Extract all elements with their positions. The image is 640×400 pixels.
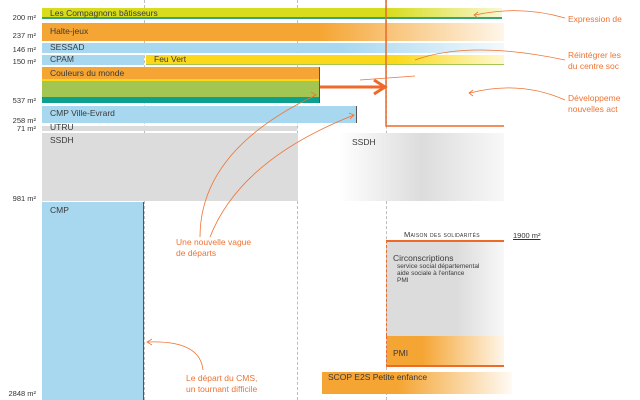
note-developpement: Développeme — [568, 93, 621, 103]
note-vague: de départs — [176, 248, 217, 258]
bar-cmp-ville-evrard — [42, 106, 357, 123]
maison-area: 1900 m² — [513, 231, 541, 240]
arrowhead-icon — [310, 91, 317, 99]
area-label: 2848 m² — [8, 389, 36, 398]
bar-label-ssdh: SSDH — [50, 135, 74, 145]
note-cms: un tournant difficile — [186, 384, 258, 394]
note-developpement: nouvelles act — [568, 104, 618, 114]
bar-label-utru: UTRU — [50, 122, 74, 132]
area-label: 200 m² — [12, 13, 36, 22]
bar-couleurs-du-monde — [42, 67, 320, 103]
bar-label-sessad: SESSAD — [50, 42, 85, 52]
area-label: 150 m² — [12, 57, 36, 66]
bar-utru — [42, 126, 297, 131]
bar-sessad — [42, 43, 504, 53]
bar-cmp — [42, 202, 144, 400]
note-arrow-cms — [147, 341, 204, 371]
bar-scop-e2s — [322, 372, 512, 394]
note-expression: Expression de — [568, 14, 622, 24]
area-label: 71 m² — [16, 124, 36, 133]
note-arrow-vague-1 — [199, 94, 317, 238]
maison-circonscriptions-block — [386, 240, 504, 336]
bar-label-cmp: CMP — [50, 205, 69, 215]
area-label: 258 m² — [12, 116, 36, 125]
main-arrow-head-icon — [373, 78, 388, 96]
bar-compagnons — [42, 8, 502, 19]
note-arrow-vague-2 — [209, 114, 355, 238]
arrowhead-icon — [348, 112, 355, 120]
bar-feu-vert — [146, 55, 504, 65]
note-reintegrer: Réintégrer les — [568, 50, 621, 60]
note-arrow-expr-line — [359, 75, 416, 81]
note-arrow-expression — [474, 10, 566, 19]
area-label: 146 m² — [12, 45, 36, 54]
bar-label-compagnons: Les Compagnons bâtisseurs — [50, 8, 158, 18]
note-arrow-developpement — [469, 87, 566, 101]
note-arrow-reintegrer — [414, 49, 566, 61]
maison-pmi-block — [386, 336, 504, 367]
bar-label-cpam: CPAM — [50, 54, 74, 64]
maison-title: Maison des solidarités — [404, 230, 480, 239]
note-cms: Le départ du CMS, — [186, 373, 258, 383]
bar-label-ssdh-future: SSDH — [352, 137, 376, 147]
bar-label-feu-vert: Feu Vert — [154, 54, 187, 64]
bar-label-halte-jeux: Halte-jeux — [50, 26, 89, 36]
area-label: 237 m² — [12, 31, 36, 40]
note-reintegrer: du centre soc — [568, 61, 620, 71]
arrowhead-icon — [468, 89, 474, 97]
area-label: 981 m² — [12, 194, 36, 203]
circonscriptions-line: PMI — [397, 277, 409, 284]
bar-label-couleurs-du-monde: Couleurs du monde — [50, 68, 125, 78]
arrowhead-icon — [146, 338, 153, 346]
circonscriptions-line: service social départemental — [397, 263, 480, 270]
note-vague: Une nouvelle vague — [176, 237, 252, 247]
arrowhead-icon — [473, 11, 479, 19]
area-label: 537 m² — [12, 96, 36, 105]
circonscriptions-line: aide sociale à l'enfance — [397, 270, 465, 277]
bar-label-cmp-ville-evrard: CMP Ville-Evrard — [50, 108, 115, 118]
bar-label-scop-e2s: SCOP E2S Petite enfance — [328, 372, 428, 382]
pmi-label: PMI — [393, 348, 409, 358]
bar-ssdh — [42, 133, 298, 201]
bar-cpam — [42, 55, 144, 65]
bar-ssdh-future — [298, 133, 504, 201]
outline-frame — [385, 0, 504, 127]
circonscriptions-title: Circonscriptions — [393, 253, 454, 263]
bar-halte-jeux — [42, 23, 504, 41]
